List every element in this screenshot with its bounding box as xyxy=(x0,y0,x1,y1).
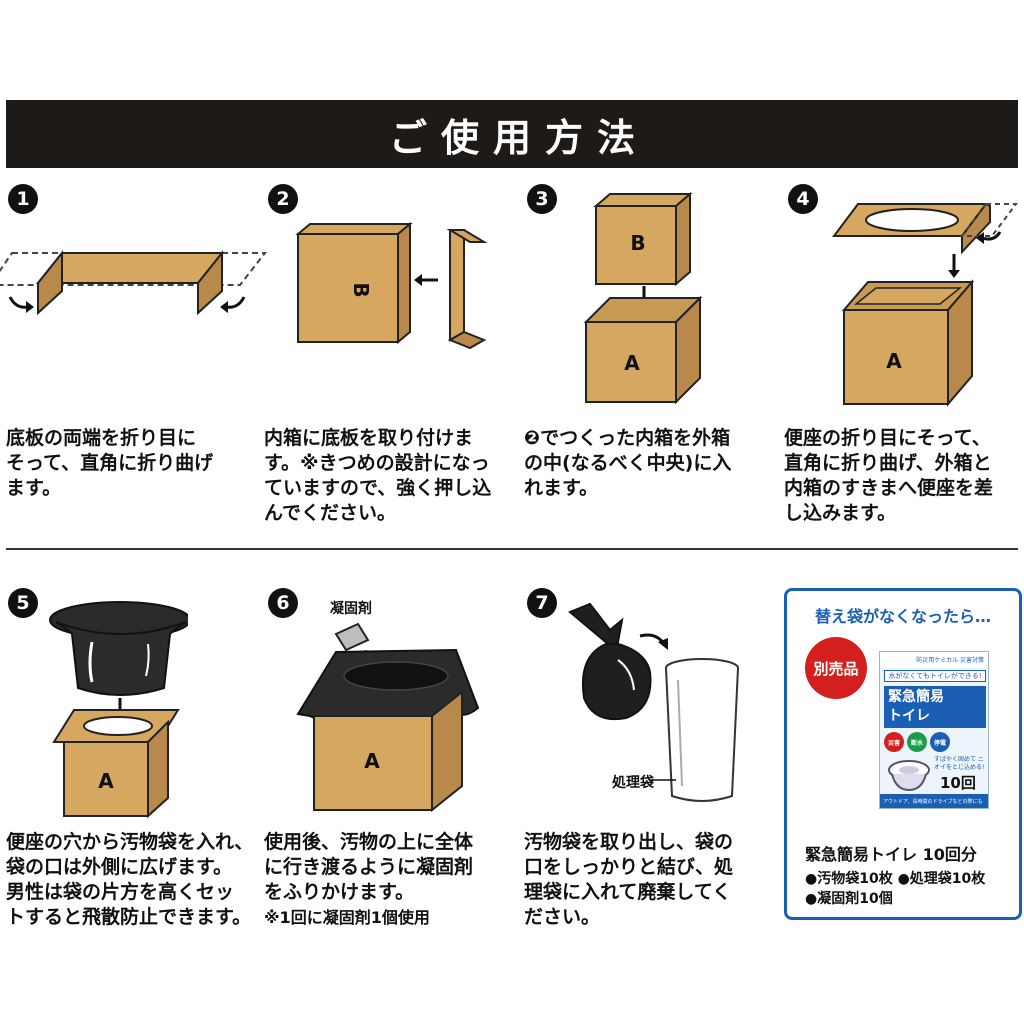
step-2-description: 内箱に底板を取り付けま す。※きつめの設計になっ ていますので、強く押し込 んで… xyxy=(264,427,492,524)
pack-product-name: 緊急簡易 トイレ xyxy=(884,686,986,728)
step-4-illustration: A xyxy=(832,202,1018,407)
step-3-illustration: B A xyxy=(583,192,703,405)
step-6-number: 6 xyxy=(268,588,298,618)
box-a-label: A xyxy=(886,349,902,373)
step-2-illustration: B xyxy=(295,222,488,350)
step-2-number: 2 xyxy=(268,184,298,214)
step-1-number: 1 xyxy=(8,184,38,214)
box-a-label: A xyxy=(98,769,114,793)
title-banner: ご使用方法 xyxy=(6,100,1018,168)
chip-disaster: 災害 xyxy=(884,732,904,752)
box-b-label: B xyxy=(349,282,373,297)
disposal-bag-label: 処理袋 xyxy=(612,775,654,791)
step-5-illustration: A xyxy=(49,601,188,819)
step-5-description: 便座の穴から汚物袋を入れ、 袋の口は外側に広げます。 男性は袋の片方を高くセッ … xyxy=(6,831,254,928)
box-a-label: A xyxy=(364,749,380,773)
page-title: ご使用方法 xyxy=(388,115,649,160)
product-contents: ●汚物袋10枚 ●処理袋10枚 ●凝固剤10個 xyxy=(805,871,986,907)
step-5-number: 5 xyxy=(8,588,38,618)
step-7-description: 汚物袋を取り出し、袋の 口をしっかりと結び、処 理袋に入れて廃棄してく ださい。 xyxy=(524,831,734,928)
pack-top-text: 防災用ケミカル 災害対策 xyxy=(880,652,988,668)
pack-tagline: 水がなくてもトイレができる! xyxy=(884,670,986,682)
pack-bottom-text: アウトドア、長時間のドライブなどの際にも xyxy=(880,794,988,808)
refill-title: 替え袋がなくなったら… xyxy=(814,607,991,626)
step-1-illustration xyxy=(0,250,268,316)
pack-subtext: すばやく固めて ニオイをとじ込める! xyxy=(934,756,985,771)
solidifier-label: 凝固剤 xyxy=(330,601,372,617)
refill-panel: 替え袋がなくなったら… 別売品 防災用ケミカル 災害対策 水がなくてもトイレがで… xyxy=(784,588,1022,920)
step-4-number: 4 xyxy=(788,184,818,214)
step-7-number: 7 xyxy=(527,588,557,618)
box-b-label: B xyxy=(630,231,645,255)
section-divider xyxy=(6,548,1018,550)
step-4-description: 便座の折り目にそって、 直角に折り曲げ、外箱と 内箱のすきまへ便座を差 し込みま… xyxy=(784,427,994,524)
step-6-description: 使用後、汚物の上に全体 に行き渡るように凝固剤 をふりかけます。 ※1回に凝固剤… xyxy=(264,830,504,930)
step-1-description: 底板の両端を折り目に そって、直角に折り曲げ ます。 xyxy=(6,427,214,499)
product-name: 緊急簡易トイレ 10回分 xyxy=(805,845,977,864)
pack-feature-chips: 災害 断水 停電 xyxy=(884,732,950,752)
step-7-illustration xyxy=(568,602,739,802)
chip-water-outage: 断水 xyxy=(907,732,927,752)
box-a-label: A xyxy=(624,351,640,375)
chip-power-outage: 停電 xyxy=(930,732,950,752)
step-3-description: ❷でつくった内箱を外箱 の中(なるべく中央)に入 れます。 xyxy=(524,427,732,499)
pack-quantity: 10回 xyxy=(940,774,976,792)
step-3-number: 3 xyxy=(527,184,557,214)
product-package-image: 防災用ケミカル 災害対策 水がなくてもトイレができる! 緊急簡易 トイレ 災害 … xyxy=(879,651,989,809)
toilet-icon xyxy=(888,760,930,792)
step-6-illustration: A xyxy=(296,622,480,813)
sold-separately-badge: 別売品 xyxy=(805,637,867,699)
step-6-note: ※1回に凝固剤1個使用 xyxy=(264,908,430,927)
